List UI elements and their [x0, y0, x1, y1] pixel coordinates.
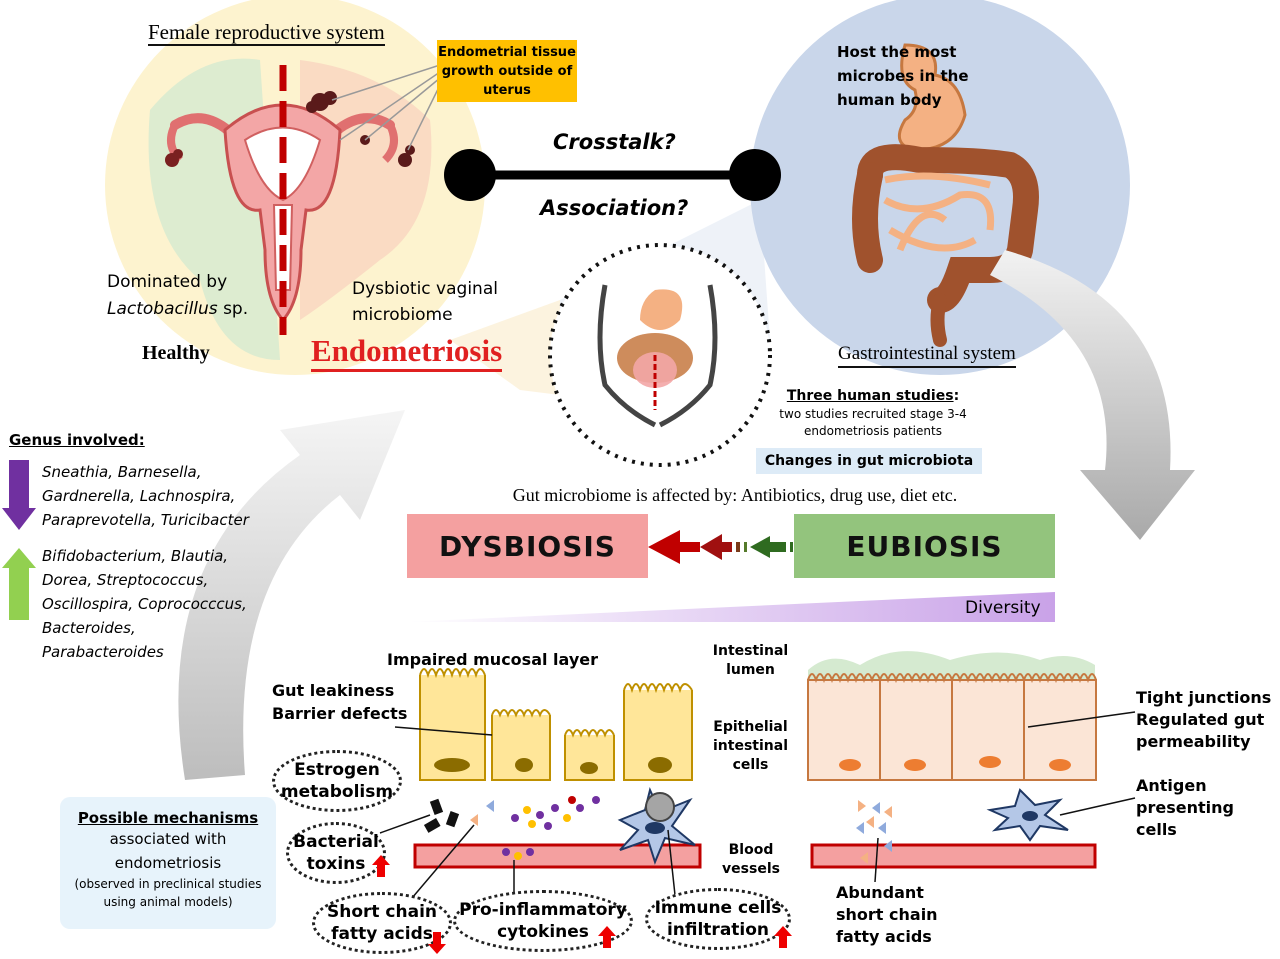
uterus-drawing	[165, 64, 441, 335]
affected-by-text: Gut microbiome is affected by: Antibioti…	[512, 485, 958, 505]
tight-junctions-label: Tight junctions Regulated gut permeabili…	[1136, 688, 1272, 751]
leader-toxins	[379, 814, 431, 834]
epithelial-cells-label: Epithelial intestinal cells	[713, 719, 788, 773]
leader-scfa	[411, 824, 475, 899]
healthy-epithelium	[807, 673, 1097, 781]
antigen-cells-label: Antigen presenting cells	[1136, 776, 1234, 839]
diversity-label: Diversity	[965, 598, 1041, 618]
gut-leakiness-block: Gut leakiness Barrier defects	[272, 679, 407, 725]
intestinal-lumen-label: Intestinal lumen	[712, 643, 789, 678]
mechanisms-line2: associated with endometriosis	[109, 830, 227, 872]
immune-infiltration-ellipse: Immune cells infiltration	[645, 888, 791, 950]
pelvis-figure	[597, 284, 718, 428]
barrier-defects-label: Barrier defects	[272, 704, 408, 723]
scfa-particles	[856, 800, 892, 864]
immune-cell-left	[617, 786, 696, 865]
scfa-ellipse: Short chain fatty acids	[312, 892, 452, 954]
mechanisms-heading: Possible mechanisms	[77, 809, 259, 827]
cytokines-up-arrow-icon	[598, 926, 616, 948]
healthy-label: Healthy	[142, 342, 210, 364]
scfa-down-arrow-icon	[428, 932, 446, 954]
healthy-blood-vessel	[810, 843, 1097, 869]
leader-tight	[1027, 711, 1136, 728]
mechanisms-box: Possible mechanisms associated with endo…	[60, 797, 276, 929]
curved-arrow-right	[990, 250, 1195, 540]
three-studies-heading: Three human studies	[786, 388, 954, 404]
lactobacillus-genus: Lactobacillus	[107, 299, 218, 319]
toxins-up-arrow-icon	[372, 855, 390, 877]
antigen-cell-right	[986, 788, 1069, 842]
blood-vessels-label: Blood vessels	[722, 842, 780, 877]
mechanisms-note: (observed in preclinical studies using a…	[74, 877, 262, 909]
bacterial-toxins-ellipse: Bacterial toxins	[286, 822, 386, 884]
estrogen-ellipse: Estrogen metabolism	[272, 750, 402, 812]
changes-gut-box: Changes in gut microbiota	[756, 448, 982, 474]
host-microbes-text: Host the most microbes in the human body	[837, 43, 969, 109]
leader-abundant	[874, 837, 879, 883]
crosstalk-label: Crosstalk?	[553, 130, 676, 154]
decrease-arrow-icon	[2, 460, 36, 530]
three-studies-block: Three human studies: two studies recruit…	[758, 386, 988, 440]
diversity-wedge	[405, 592, 1055, 622]
dominated-sp: sp.	[217, 299, 249, 319]
dysbiosis-arrow	[648, 530, 793, 564]
dysbiotic-vaginal-text: Dysbiotic vaginal microbiome	[352, 279, 498, 325]
increase-arrow-icon	[2, 548, 36, 620]
genus-heading: Genus involved:	[9, 431, 145, 449]
gut-leakiness-label: Gut leakiness	[272, 681, 395, 700]
impaired-blood-vessel	[413, 843, 702, 869]
increased-genus-list: Bifidobacterium, Blautia, Dorea, Strepto…	[42, 547, 247, 661]
leader-immune	[667, 829, 676, 896]
eubiosis-box: EUBIOSIS	[794, 514, 1055, 578]
decreased-genus-list: Sneathia, Barnesella, Gardnerella, Lachn…	[42, 463, 249, 529]
dysbiosis-box: DYSBIOSIS	[407, 514, 648, 578]
leader-barrier	[394, 726, 493, 736]
gi-tract-drawing	[852, 43, 1039, 347]
gi-system-title: Gastrointestinal system	[838, 342, 1016, 368]
endometriosis-title: Endometriosis	[311, 333, 503, 372]
dominated-line1: Dominated by	[107, 272, 228, 292]
curved-arrow-left	[178, 410, 405, 780]
endometrial-note: Endometrial tissue growth outside of ute…	[437, 40, 577, 102]
three-studies-detail: two studies recruited stage 3-4 endometr…	[779, 407, 967, 438]
immune-up-arrow-icon	[774, 926, 792, 948]
leader-antigen	[1059, 797, 1136, 816]
association-label: Association?	[540, 196, 689, 220]
crosstalk-connector	[444, 149, 781, 201]
projection-beam-left	[450, 300, 560, 395]
abundant-scfa-label: Abundant short chain fatty acids	[836, 883, 938, 946]
dominated-by-text: Dominated by Lactobacillus sp.	[107, 269, 248, 323]
mucus-layer	[808, 651, 1095, 680]
female-system-title: Female reproductive system	[148, 20, 385, 46]
impaired-mucosal-label: Impaired mucosal layer	[387, 650, 598, 669]
impaired-epithelium	[419, 668, 693, 781]
toxins-particles	[423, 796, 600, 860]
